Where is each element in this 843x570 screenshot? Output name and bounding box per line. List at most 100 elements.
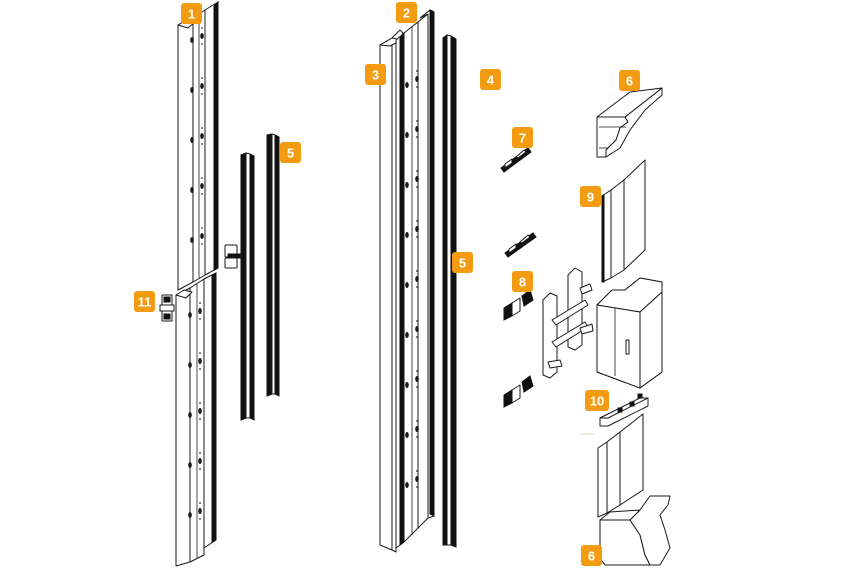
lower-front-panel [580, 413, 644, 518]
callout-11: 11 [134, 291, 155, 312]
mounting-hole [405, 482, 409, 488]
badge-label: 6 [588, 549, 595, 564]
mounting-hole [415, 226, 419, 232]
bottom-end-cap [599, 495, 671, 566]
badge-label: 10 [590, 394, 604, 409]
badge-label: 6 [626, 74, 633, 89]
mounting-hole [405, 82, 409, 88]
mounting-hole [405, 132, 409, 138]
mounting-hole [405, 282, 409, 288]
mounting-hole [200, 183, 204, 189]
mounting-hole [198, 458, 202, 464]
terminal-clip [504, 232, 537, 258]
callout-3: 3 [365, 64, 386, 85]
mounting-hole [190, 137, 194, 143]
mounting-hole [415, 326, 419, 332]
badge-background [581, 545, 602, 566]
callout-2: 2 [396, 2, 417, 23]
badge-label: 5 [287, 146, 294, 161]
callout-badges: 1 2 3 4 5 5 6 6 [134, 2, 640, 566]
small-clip [224, 244, 241, 269]
mounting-hole [190, 237, 194, 243]
screw-dot [201, 243, 203, 245]
screw-dot [416, 386, 418, 388]
mounting-hole [188, 412, 192, 418]
mounting-hole [188, 312, 192, 318]
badge-label: 8 [519, 275, 526, 290]
screw-dot [416, 470, 418, 472]
badge-label: 2 [403, 6, 410, 21]
channel-profile-holes [405, 70, 419, 488]
badge-background [365, 64, 386, 85]
slim-rail-left [240, 152, 255, 421]
mounting-hole [198, 408, 202, 414]
screw-dot [416, 286, 418, 288]
badge-background [619, 70, 640, 91]
screw-dot [199, 368, 201, 370]
callout-7: 7 [512, 127, 533, 148]
mounting-hole [198, 308, 202, 314]
screw-dot [201, 177, 203, 179]
mounting-hole [415, 176, 419, 182]
screw-dot [201, 127, 203, 129]
badge-background [580, 186, 601, 207]
screw-dot [201, 43, 203, 45]
callout-5-center: 5 [452, 252, 473, 273]
badge-label: 4 [487, 73, 495, 88]
badge-label: 9 [587, 190, 594, 205]
cover-profile [379, 29, 405, 553]
mounting-hole [405, 382, 409, 388]
joint-connector [159, 294, 175, 322]
mounting-hole [200, 83, 204, 89]
callout-5-left: 5 [280, 142, 301, 163]
mounting-hole [190, 187, 194, 193]
badge-background [181, 3, 202, 24]
mounting-hole [190, 87, 194, 93]
badge-label: 1 [188, 7, 195, 22]
mounting-hole [415, 76, 419, 82]
screw-dot [416, 270, 418, 272]
mounting-hole [190, 37, 194, 43]
screw-dot [416, 320, 418, 322]
upper-vertical-profile [177, 0, 219, 291]
badge-background [280, 142, 301, 163]
screw-dot [416, 186, 418, 188]
callout-4: 4 [480, 69, 501, 90]
screw-dot [199, 352, 201, 354]
mounting-hole [415, 476, 419, 482]
mounting-hole [188, 462, 192, 468]
mounting-hole [415, 276, 419, 282]
screw-dot [201, 77, 203, 79]
screw-dot [416, 486, 418, 488]
mounting-hole [405, 232, 409, 238]
screw-dot [416, 370, 418, 372]
callout-8: 8 [512, 271, 533, 292]
screw-dot [199, 502, 201, 504]
screw-dot [416, 220, 418, 222]
screw-dot [201, 227, 203, 229]
mounting-hole [188, 512, 192, 518]
badge-background [512, 271, 533, 292]
screw-dot [416, 86, 418, 88]
badge-background [512, 127, 533, 148]
callout-10: 10 [585, 390, 609, 411]
mounting-hole [415, 126, 419, 132]
screw-dot [199, 302, 201, 304]
electrical-enclosure [596, 277, 663, 389]
screw-dot [201, 93, 203, 95]
badge-background [585, 390, 609, 411]
screw-dot [201, 193, 203, 195]
terminal-clips [500, 147, 537, 258]
mounting-hole [200, 233, 204, 239]
lower-vertical-profile [175, 272, 217, 567]
front-panel [601, 159, 646, 283]
badge-label: 3 [372, 68, 379, 83]
screw-dot [416, 136, 418, 138]
screw-dot [416, 120, 418, 122]
screw-dot [199, 318, 201, 320]
mounting-hole [405, 432, 409, 438]
slim-rail-right [266, 133, 280, 397]
badge-background [480, 69, 501, 90]
screw-dot [416, 170, 418, 172]
